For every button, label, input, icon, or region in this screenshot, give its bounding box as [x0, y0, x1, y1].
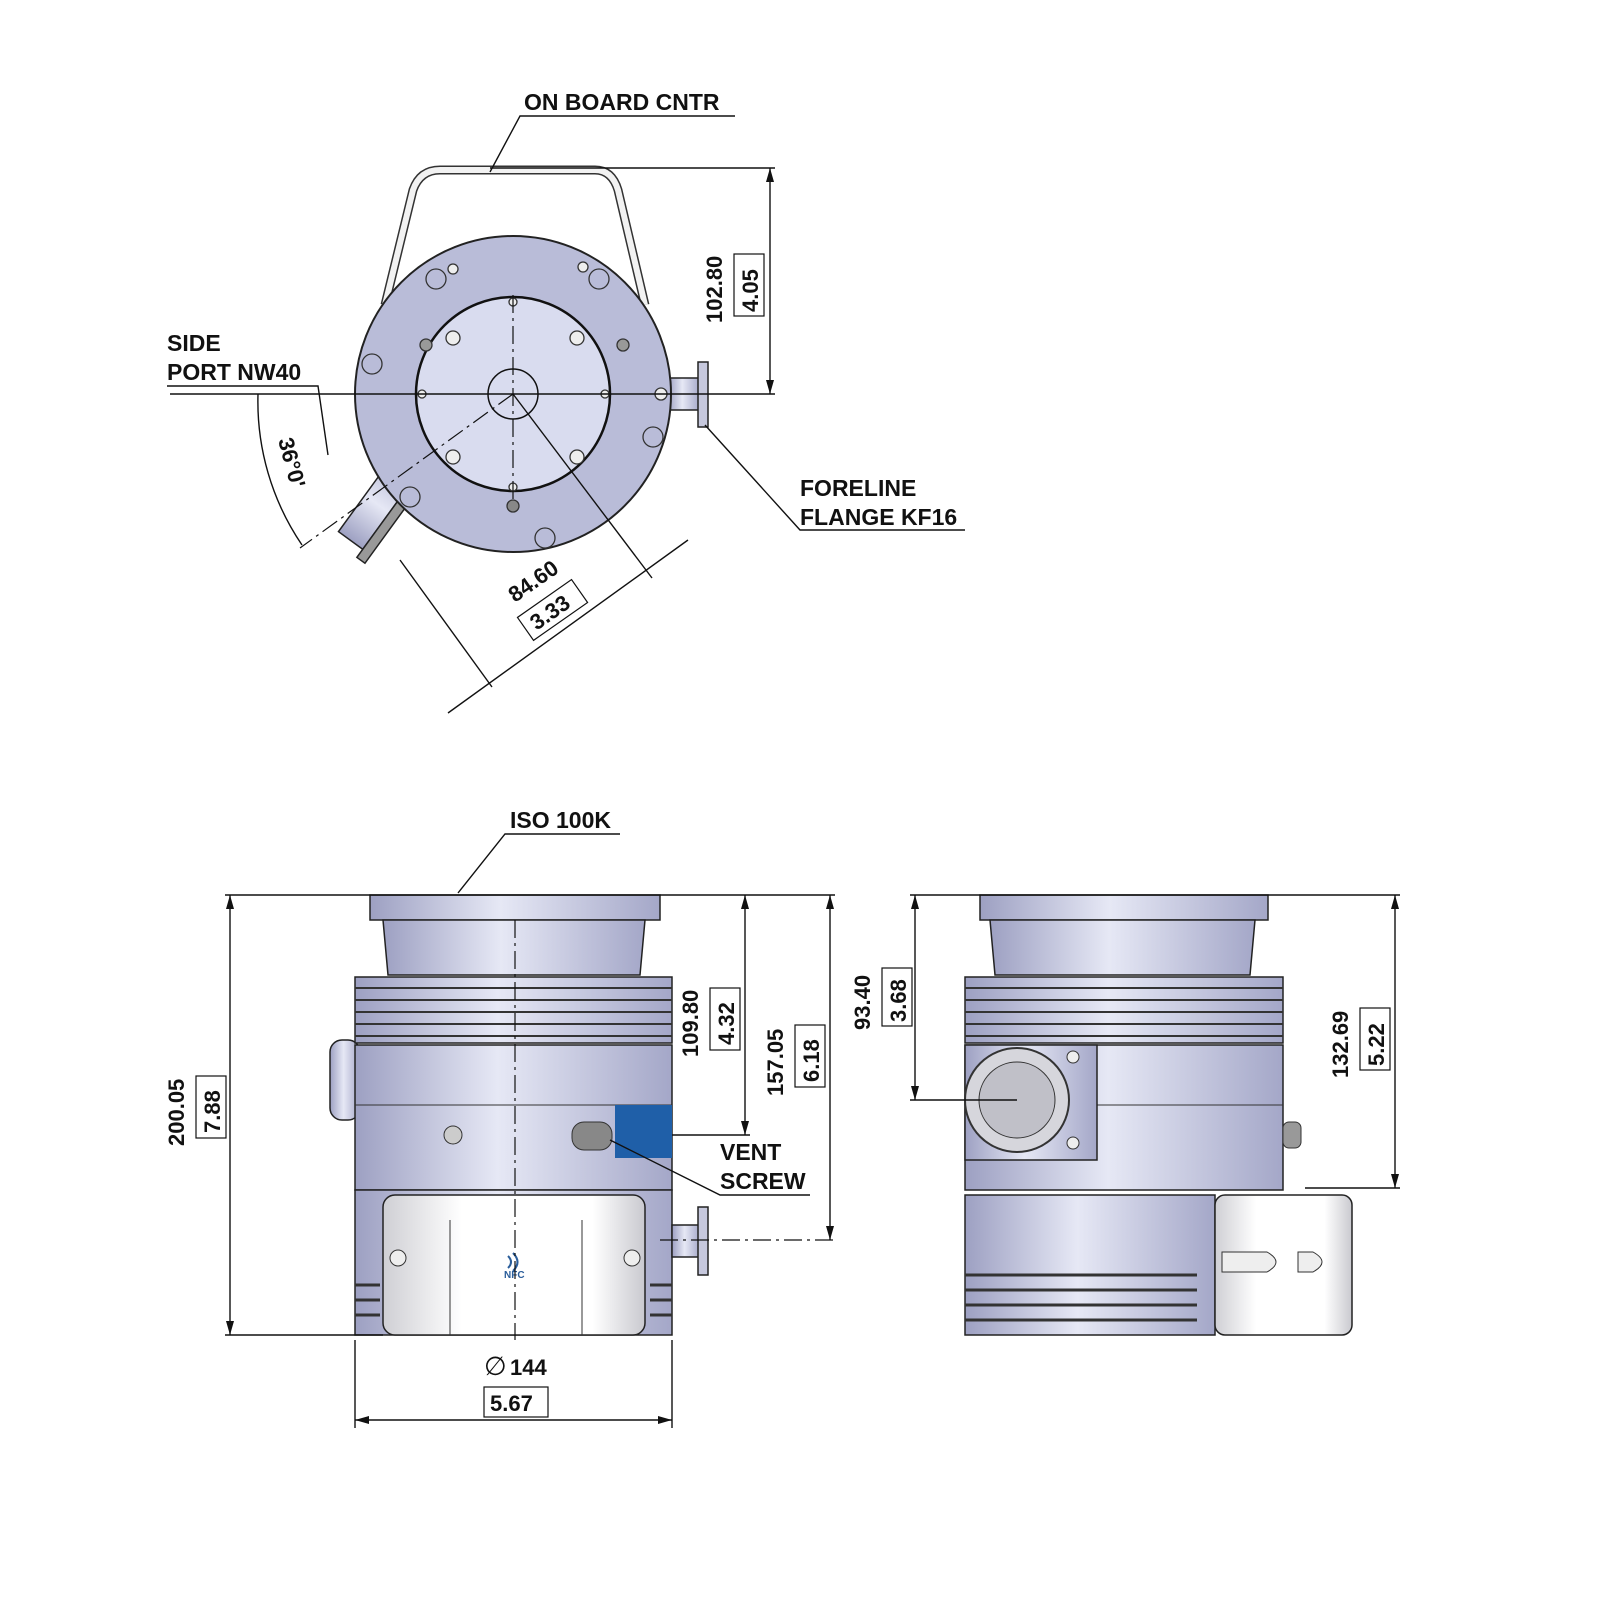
controller-box [382, 1194, 646, 1336]
iso-inlet-flange [369, 894, 661, 921]
dim-dia-in: 5.67 [490, 1391, 533, 1416]
label-iso-100k: ISO 100K [510, 807, 611, 833]
label-side-port-2: PORT NW40 [167, 359, 301, 385]
top-view: 102.80 4.05 84.60 3.33 36°0' ON BOARD CN… [167, 89, 965, 714]
dim-line-84-60 [447, 539, 689, 714]
dim-dia-mm: 144 [510, 1355, 547, 1380]
dim-sideport-in: 3.68 [886, 979, 911, 1022]
dim-angle: 36°0' [273, 435, 310, 490]
nfc-icon [507, 1252, 519, 1272]
nfc-logo: NFC [504, 1270, 525, 1281]
dim-total-in: 7.88 [200, 1090, 225, 1133]
dim-foreline-in: 6.18 [799, 1039, 824, 1082]
dim-ctrl-mm: 132.69 [1328, 1011, 1353, 1078]
foreline-port [671, 1206, 709, 1276]
dim-vent-mm: 109.80 [678, 990, 703, 1057]
vent-screw-area [615, 1105, 672, 1158]
dim-ctrl-in: 5.22 [1364, 1023, 1389, 1066]
label-on-board-cntr: ON BOARD CNTR [524, 89, 720, 115]
label-side-port-1: SIDE [167, 330, 221, 356]
dim-foreline-mm: 157.05 [763, 1029, 788, 1096]
dim-height-in: 4.05 [738, 269, 763, 312]
dim-vent-in: 4.32 [714, 1002, 739, 1045]
label-foreline-2: FLANGE KF16 [800, 504, 957, 530]
dim-sideport-mm: 93.40 [850, 975, 875, 1030]
vent-screw-knob [571, 1121, 613, 1151]
diameter-symbol: ∅ [484, 1351, 507, 1381]
label-vent-2: SCREW [720, 1168, 806, 1194]
dim-arc-angle [257, 393, 303, 546]
dim-total-mm: 200.05 [164, 1079, 189, 1146]
front-view: NFC 200.05 7.88 109.80 4.32 157.05 6.18 … [164, 807, 835, 1428]
cooling-fins [354, 976, 673, 1044]
label-vent-1: VENT [720, 1139, 781, 1165]
label-foreline-1: FORELINE [800, 475, 916, 501]
dim-height-mm: 102.80 [702, 256, 727, 323]
side-view: 93.40 3.68 132.69 5.22 [850, 894, 1400, 1336]
controller-box-side [1214, 1194, 1353, 1336]
